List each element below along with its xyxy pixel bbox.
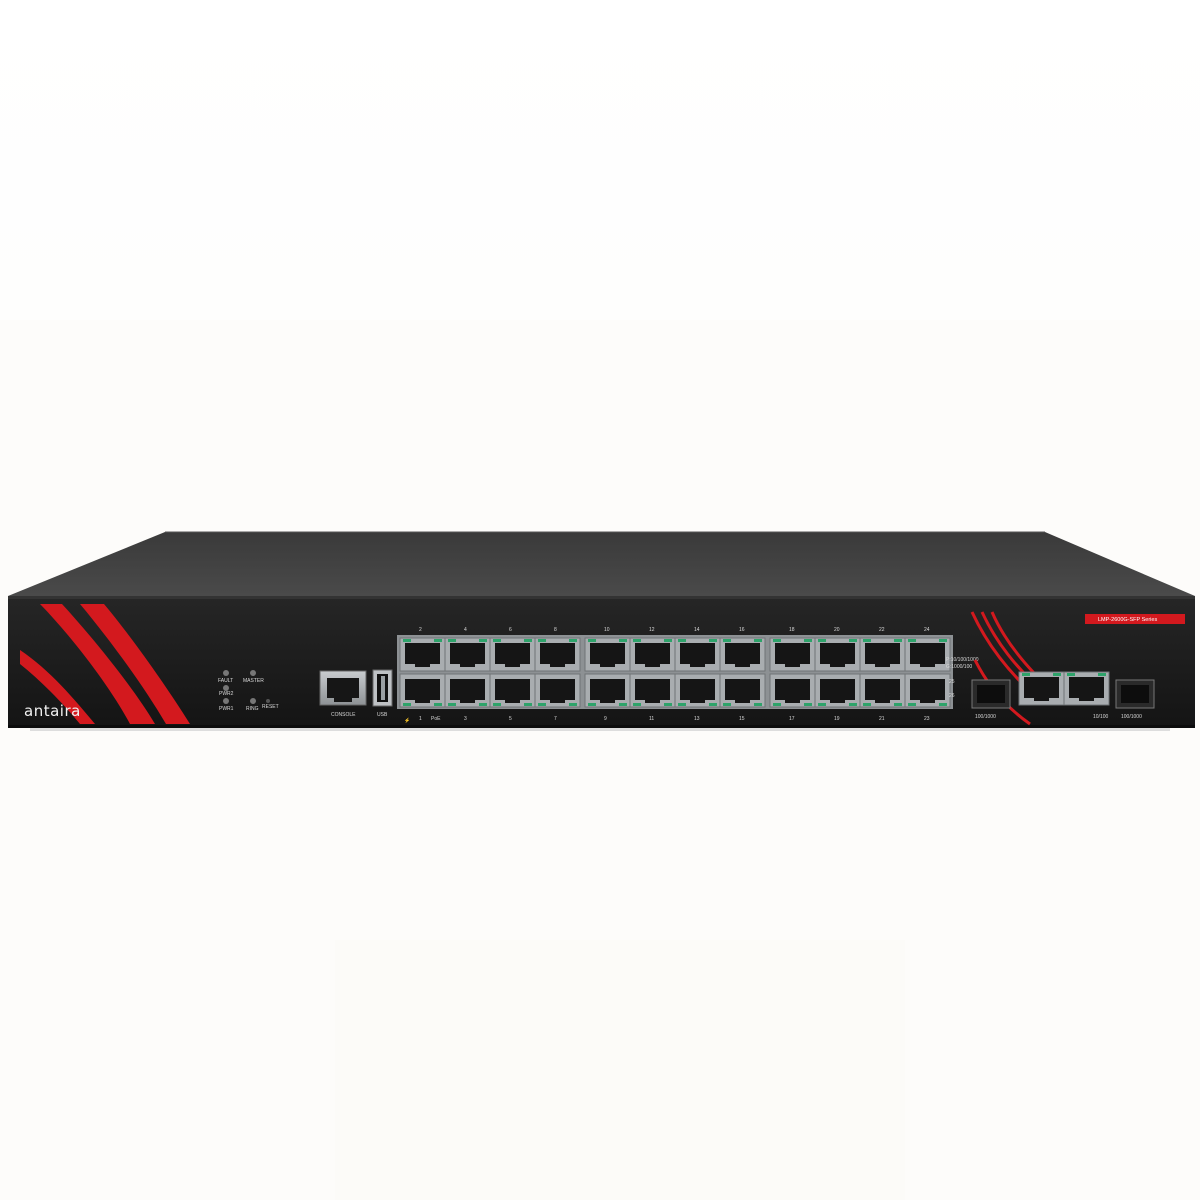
port-number-top: 6 (509, 627, 512, 633)
rj45-port-8[interactable] (534, 637, 581, 672)
led-ring-label: RING (246, 706, 259, 712)
port-number-top: 2 (419, 627, 422, 633)
rj45-port-19[interactable] (814, 673, 861, 708)
rj45-port-23[interactable] (904, 673, 951, 708)
port-number-top: 22 (879, 627, 885, 633)
port-number-bottom: 19 (834, 716, 840, 722)
port-number-bottom: 17 (789, 716, 795, 722)
port-number-top: 8 (554, 627, 557, 633)
reset-button[interactable] (266, 699, 270, 703)
led-pwr1 (223, 698, 229, 704)
rj45-port-17[interactable] (769, 673, 816, 708)
backdrop-block (335, 940, 905, 1200)
chassis-top (8, 532, 1195, 596)
usb-port[interactable]: USB (372, 669, 393, 718)
rj45-port-18[interactable] (769, 637, 816, 672)
port-number-bottom: 7 (554, 716, 557, 722)
rj45-port-20[interactable] (814, 637, 861, 672)
uplink-25-label: 25 (949, 679, 955, 685)
rj45-port-15[interactable] (719, 673, 766, 708)
rj45-port-7[interactable] (534, 673, 581, 708)
rj45-port-1[interactable] (399, 673, 446, 708)
rj45-port-9[interactable] (584, 673, 631, 708)
port-number-top: 18 (789, 627, 795, 633)
rj45-port-24[interactable] (904, 637, 951, 672)
port-number-top: 10 (604, 627, 610, 633)
port-number-bottom: 11 (649, 716, 654, 722)
port-number-top: 16 (739, 627, 745, 633)
port-number-bottom: 5 (509, 716, 512, 722)
speed-note-1: P:10/100/1000 (946, 657, 979, 663)
port-number-bottom: 9 (604, 716, 607, 722)
rj45-port-22[interactable] (859, 637, 906, 672)
usb-label: USB (377, 712, 388, 718)
rj45-port-2[interactable] (399, 637, 446, 672)
poe-label: PoE (431, 716, 441, 722)
led-pwr1-label: PWR1 (219, 706, 234, 712)
console-label: CONSOLE (331, 712, 356, 718)
rj45-port-14[interactable] (674, 637, 721, 672)
speed-note-2: G:1000/100 (946, 664, 972, 670)
port-number-top: 20 (834, 627, 840, 633)
sfp-right-label: 100/1000 (1121, 714, 1142, 720)
left-red-stripes (20, 604, 190, 724)
rj45-port-5[interactable] (489, 673, 536, 708)
rj45-port-banks (397, 635, 953, 709)
port-number-bottom: 13 (694, 716, 700, 722)
port-number-top: 24 (924, 627, 930, 633)
led-fault (223, 670, 229, 676)
sfp-port-right[interactable]: 100/1000 (1115, 679, 1155, 720)
series-banner (1085, 614, 1185, 624)
rj45-port-21[interactable] (859, 673, 906, 708)
console-port[interactable]: CONSOLE (319, 670, 367, 718)
led-master-label: MASTER (243, 678, 264, 684)
brand-logo: antaira (24, 702, 81, 720)
port-number-bottom: 21 (879, 716, 885, 722)
rj45-port-6[interactable] (489, 637, 536, 672)
led-pwr2 (223, 685, 229, 691)
rj45-port-12[interactable] (629, 637, 676, 672)
uplink-rj45-26[interactable] (1063, 671, 1110, 706)
reset-label: RESET (262, 704, 279, 710)
led-pwr2-label: PWR2 (219, 691, 234, 697)
status-leds: FAULT MASTER PWR2 PWR1 RING RESET (218, 670, 279, 712)
chassis-shadow (30, 728, 1170, 731)
port-number-top: 14 (694, 627, 700, 633)
port-number-top: 4 (464, 627, 467, 633)
rj45-port-3[interactable] (444, 673, 491, 708)
port-number-bottom: 3 (464, 716, 467, 722)
port-number-top: 12 (649, 627, 655, 633)
uplink-26-label: 26 (949, 693, 955, 699)
rj45-port-10[interactable] (584, 637, 631, 672)
combo-rj45-ports (1018, 671, 1110, 706)
uplink-rj45-25[interactable] (1018, 671, 1065, 706)
poe-icon: ⚡ (404, 717, 410, 724)
sfp-left-label: 100/1000 (975, 714, 996, 720)
rj45-port-16[interactable] (719, 637, 766, 672)
series-label: LMP-2600G-SFP Series (1098, 617, 1157, 623)
rj45-port-13[interactable] (674, 673, 721, 708)
combo-label: 10/100 (1093, 714, 1109, 720)
port-number-bottom: 1 (419, 716, 422, 722)
led-fault-label: FAULT (218, 678, 233, 684)
led-ring (250, 698, 256, 704)
led-master (250, 670, 256, 676)
port-number-bottom: 23 (924, 716, 930, 722)
rj45-port-4[interactable] (444, 637, 491, 672)
port-number-bottom: 15 (739, 716, 745, 722)
sfp-port-left[interactable]: 100/1000 (971, 679, 1011, 720)
rj45-port-11[interactable] (629, 673, 676, 708)
